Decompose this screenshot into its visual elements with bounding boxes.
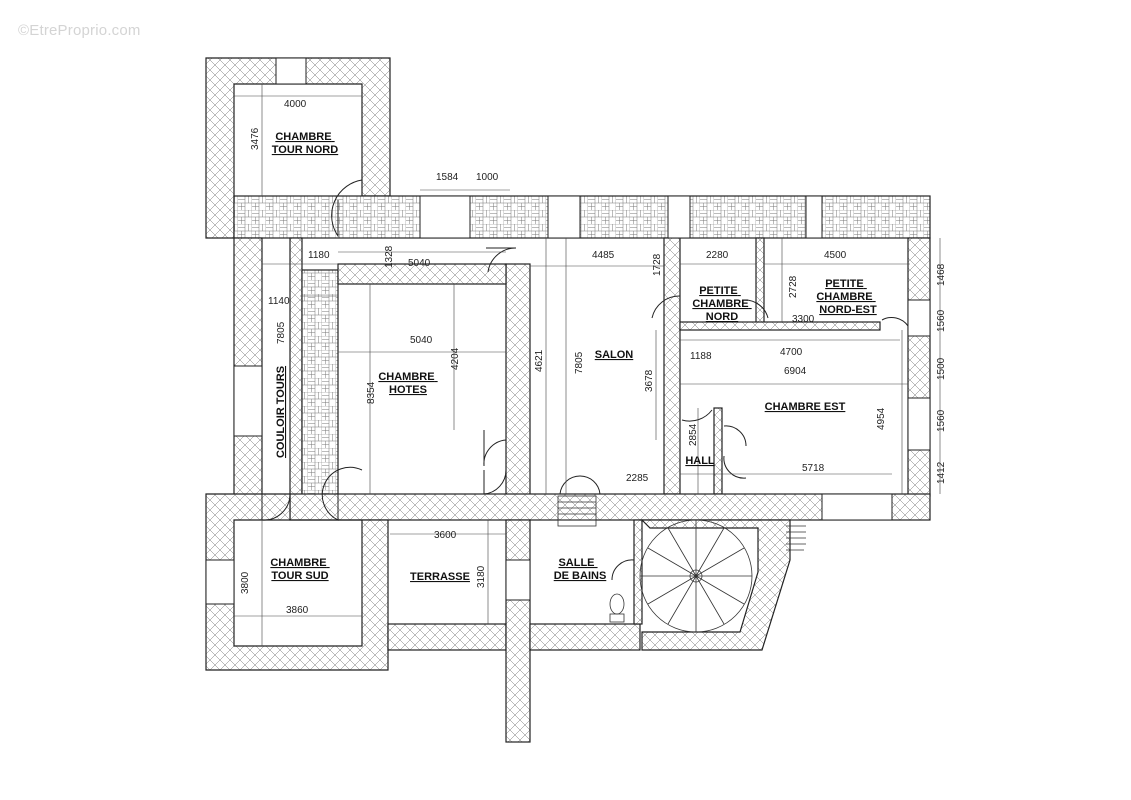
dim-label: 1560 xyxy=(936,409,947,432)
wall-hall-east xyxy=(713,407,723,495)
dim-label: 8354 xyxy=(366,381,377,404)
dim-label: 3800 xyxy=(240,571,251,594)
dim-label: 2285 xyxy=(626,473,649,484)
dim-label: 3678 xyxy=(644,369,655,392)
dim-label: 3600 xyxy=(434,530,457,541)
dim-label: 1140 xyxy=(268,296,290,307)
room-salon: SALON xyxy=(595,349,634,361)
room-terrasse: TERRASSE xyxy=(410,571,470,583)
dim-label: 1000 xyxy=(476,172,499,183)
wall-east xyxy=(907,237,931,497)
dim-label: 3180 xyxy=(476,565,487,588)
wall-sdb-east xyxy=(633,519,643,625)
windows xyxy=(205,57,931,605)
dim-label: 5040 xyxy=(410,335,433,346)
wall-terrasse-south xyxy=(387,623,507,651)
room-chambre-tour-nord: CHAMBRE TOUR NORD xyxy=(272,131,338,156)
wall-stair-tower xyxy=(640,519,791,651)
dim-label: 4204 xyxy=(450,347,461,370)
dim-label: 3300 xyxy=(792,314,815,325)
wall-salon-east xyxy=(663,237,681,495)
wall-sdb-south xyxy=(529,623,641,651)
dim-label: 3476 xyxy=(250,127,261,150)
dim-label: 3860 xyxy=(286,605,309,616)
dim-label: 1188 xyxy=(690,351,712,362)
dim-label: 4954 xyxy=(876,407,887,430)
dim-label: 1728 xyxy=(652,253,663,276)
dim-label: 1500 xyxy=(936,357,947,380)
wall-petites-bottom xyxy=(679,321,881,331)
dimension-labels: 4000 3476 1584 1000 1180 1328 5040 4485 … xyxy=(240,99,947,616)
dim-label: 5718 xyxy=(802,463,825,474)
room-petite-chambre-nord-est: PETITE CHAMBRE NORD-EST xyxy=(816,278,877,316)
dim-label: 4500 xyxy=(824,250,847,261)
entrance-steps xyxy=(557,495,806,551)
room-hall: HALL xyxy=(685,455,715,467)
wall-petites-divider xyxy=(755,237,765,325)
room-chambre-hotes: CHAMBRE HOTES xyxy=(378,371,437,396)
wall-corridor-inner xyxy=(289,237,303,497)
room-chambre-tour-sud: CHAMBRE TOUR SUD xyxy=(270,557,329,582)
dim-label: 1468 xyxy=(936,263,947,286)
dim-label: 1412 xyxy=(936,461,947,484)
dim-label: 1560 xyxy=(936,309,947,332)
corridor-parquet xyxy=(301,269,339,497)
doors xyxy=(261,179,909,581)
dim-label: 1180 xyxy=(308,250,330,261)
dim-label: 2854 xyxy=(688,423,699,446)
dim-label: 7805 xyxy=(574,351,585,374)
wall-north-tower xyxy=(205,57,391,239)
dim-label: 1328 xyxy=(384,245,395,268)
wall-hotes-top xyxy=(337,263,507,285)
wall-hotes-salon xyxy=(505,263,531,497)
room-couloir-tours: COULOIR TOURS xyxy=(275,366,287,458)
watermark: ©EtreProprio.com xyxy=(18,22,141,39)
toilet-icon xyxy=(609,593,625,623)
dim-label: 2728 xyxy=(788,275,799,298)
dim-label: 6904 xyxy=(784,366,807,377)
dim-label: 1584 xyxy=(436,172,459,183)
dim-label: 5040 xyxy=(408,258,431,269)
dim-label: 4000 xyxy=(284,99,307,110)
dim-label: 4485 xyxy=(592,250,615,261)
spiral-staircase xyxy=(639,519,753,633)
room-petite-chambre-nord: PETITE CHAMBRE NORD xyxy=(692,285,751,323)
dimension-lines xyxy=(234,84,941,646)
room-chambre-est: CHAMBRE EST xyxy=(765,401,846,413)
dim-label: 4621 xyxy=(534,349,545,372)
dim-label: 7805 xyxy=(276,321,287,344)
wall-terrasse-east xyxy=(505,519,531,743)
dim-label: 2280 xyxy=(706,250,729,261)
dim-label: 4700 xyxy=(780,347,803,358)
room-salle-de-bains: SALLE DE BAINS xyxy=(554,557,607,582)
